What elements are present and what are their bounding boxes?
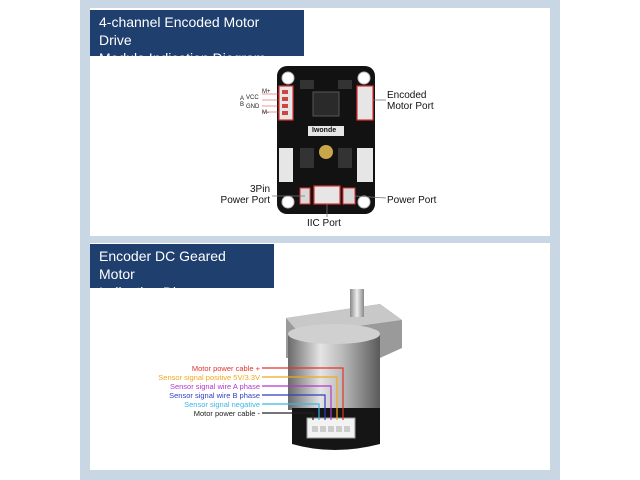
board-brand: Iwonde [312, 127, 337, 134]
brand-strip [308, 126, 344, 136]
wire-label-phase-a: Sensor signal wire A phase [169, 382, 260, 391]
encoded-motor-connector-br [357, 148, 373, 182]
wire-motor-minus [262, 412, 314, 420]
wire-label-sensor-negative: Sensor signal negative [184, 400, 260, 409]
wire-label-motor-plus: Motor power cable + [191, 364, 260, 373]
motor-title: Encoder DC Geared Motor Indication Diagr… [90, 244, 274, 300]
wire-sensor-positive [262, 376, 338, 420]
power-port-label: Power Port [387, 195, 437, 206]
motor-shaft [350, 289, 364, 317]
pin3-power-port-label: 3Pin Power Port [220, 184, 270, 206]
mcu-chip [312, 91, 340, 117]
mount-hole-icon [357, 195, 371, 209]
wire-motor-plus [262, 367, 344, 420]
mount-hole-icon [357, 71, 371, 85]
wire-phase-a [262, 385, 332, 420]
driver-module-title: 4-channel Encoded Motor Drive Module Ind… [90, 10, 304, 66]
pin-label-b: B [240, 102, 245, 108]
wire-sensor-negative [262, 403, 320, 420]
wire-label-phase-b: Sensor signal wire B phase [169, 391, 260, 400]
motor-can [288, 334, 380, 410]
encoded-motor-port-label: Encoded Motor Port [387, 90, 434, 112]
encoded-motor-connector-bl [279, 148, 293, 182]
pin-label-gnd: GND [246, 104, 260, 110]
pin-label-vcc: VCC [246, 95, 259, 101]
encoded-motor-connector-right [356, 85, 374, 121]
pin-label-a: A [240, 96, 245, 102]
driver-board [277, 66, 375, 214]
wire-label-motor-minus: Motor power cable - [193, 409, 260, 418]
wire-label-sensor-positive: Sensor signal positive 5V/3.3V [158, 373, 260, 382]
iic-port-label: IIC Port [307, 218, 341, 229]
mount-hole-icon [281, 71, 295, 85]
pin-label-m-minus: M- [262, 110, 269, 116]
wire-phase-b [262, 394, 326, 420]
pin-label-m-plus: M+ [262, 89, 271, 95]
capacitor-icon [319, 145, 333, 159]
